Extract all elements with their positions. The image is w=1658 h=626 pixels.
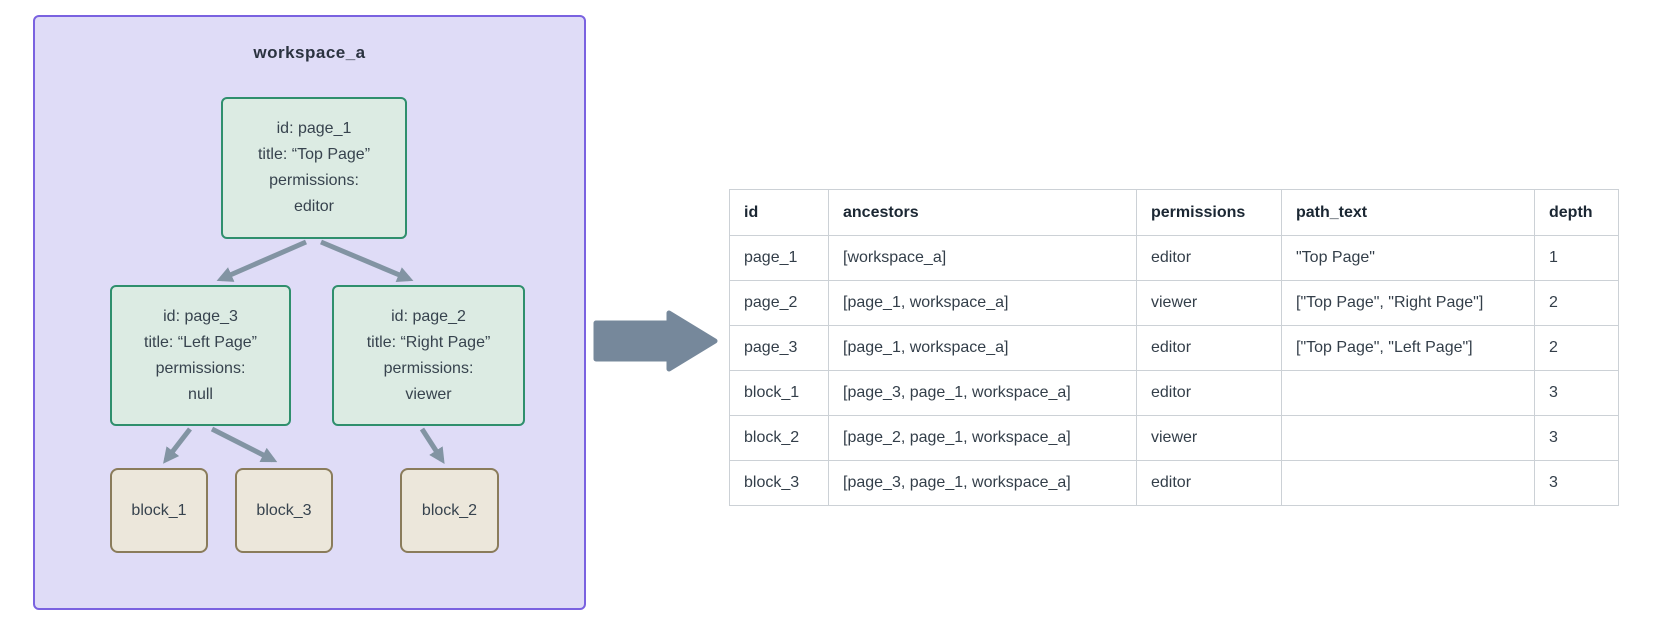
edge-page1-page3-arrow — [216, 239, 307, 282]
cell-permissions: viewer — [1136, 280, 1282, 326]
node-line-id: id: page_3 — [163, 307, 238, 325]
column-header-path-text: path_text — [1281, 189, 1535, 236]
cell-ancestors: [workspace_a] — [828, 235, 1137, 281]
cell-id: page_2 — [729, 280, 829, 326]
column-header-id: id — [729, 189, 829, 236]
node-line-permissions: permissions: — [155, 359, 246, 377]
cell-ancestors: [page_3, page_1, workspace_a] — [828, 370, 1137, 416]
edge-page3-block3-arrow — [210, 426, 278, 463]
node-line-permissions: permissions: — [383, 359, 474, 377]
cell-id: page_3 — [729, 325, 829, 371]
column-header-ancestors: ancestors — [828, 189, 1137, 236]
cell-ancestors: [page_3, page_1, workspace_a] — [828, 460, 1137, 506]
cell-permissions: viewer — [1136, 415, 1282, 461]
cell-ancestors: [page_1, workspace_a] — [828, 325, 1137, 371]
node-line-title: title: “Left Page” — [144, 333, 257, 351]
cell-path-text — [1281, 370, 1535, 416]
cell-depth: 2 — [1534, 280, 1619, 326]
table-header-row: id ancestors permissions path_text depth — [729, 189, 1619, 236]
cell-ancestors: [page_2, page_1, workspace_a] — [828, 415, 1137, 461]
cell-id: block_3 — [729, 460, 829, 506]
node-line-permissions-value: editor — [293, 198, 335, 215]
cell-depth: 2 — [1534, 325, 1619, 371]
cell-path-text: ["Top Page", "Right Page"] — [1281, 280, 1535, 326]
block-label: block_2 — [421, 501, 478, 519]
table-row: block_3 [page_3, page_1, workspace_a] ed… — [729, 460, 1619, 506]
node-line-permissions-value: null — [188, 385, 213, 403]
cell-path-text — [1281, 460, 1535, 506]
cell-path-text — [1281, 415, 1535, 461]
cell-ancestors: [page_1, workspace_a] — [828, 280, 1137, 326]
cell-permissions: editor — [1136, 235, 1282, 281]
cell-id: block_2 — [729, 415, 829, 461]
block-label: block_3 — [256, 501, 312, 519]
cell-permissions: editor — [1136, 370, 1282, 416]
edge-page3-block1-arrow — [163, 427, 192, 464]
table-row: page_2 [page_1, workspace_a] viewer ["To… — [729, 280, 1619, 326]
cell-id: block_1 — [729, 370, 829, 416]
node-page-3: id: page_3 title: “Left Page” permission… — [110, 285, 291, 426]
cell-depth: 1 — [1534, 235, 1619, 281]
table-row: block_2 [page_2, page_1, workspace_a] vi… — [729, 415, 1619, 461]
workspace-container: workspace_a id: page_1 title: “Top Page”… — [33, 15, 586, 610]
node-block-2: block_2 — [400, 468, 499, 553]
node-line-id: id: page_2 — [391, 307, 466, 325]
flow-arrow-icon — [593, 310, 718, 372]
node-line-permissions: permissions: — [269, 172, 359, 189]
cell-depth: 3 — [1534, 415, 1619, 461]
table-row: page_3 [page_1, workspace_a] editor ["To… — [729, 325, 1619, 371]
node-block-3: block_3 — [235, 468, 333, 553]
column-header-depth: depth — [1534, 189, 1619, 236]
cell-permissions: editor — [1136, 460, 1282, 506]
cell-id: page_1 — [729, 235, 829, 281]
edge-page2-block2-arrow — [419, 427, 445, 465]
cell-permissions: editor — [1136, 325, 1282, 371]
node-line-title: title: “Top Page” — [257, 146, 371, 163]
table-row: block_1 [page_3, page_1, workspace_a] ed… — [729, 370, 1619, 416]
node-page-1: id: page_1 title: “Top Page” permissions… — [221, 97, 407, 239]
node-page-2: id: page_2 title: “Right Page” permissio… — [332, 285, 525, 426]
cell-depth: 3 — [1534, 370, 1619, 416]
mapping-table-wrap: id ancestors permissions path_text depth… — [729, 189, 1619, 506]
mapping-table: id ancestors permissions path_text depth… — [729, 189, 1619, 506]
edge-page1-page2-arrow — [320, 239, 414, 283]
cell-path-text: ["Top Page", "Left Page"] — [1281, 325, 1535, 371]
node-line-permissions-value: viewer — [405, 385, 452, 403]
cell-depth: 3 — [1534, 460, 1619, 506]
workspace-title: workspace_a — [253, 43, 366, 62]
cell-path-text: "Top Page" — [1281, 235, 1535, 281]
node-block-1: block_1 — [110, 468, 208, 553]
table-row: page_1 [workspace_a] editor "Top Page" 1 — [729, 235, 1619, 281]
node-line-title: title: “Right Page” — [366, 333, 491, 351]
node-line-id: id: page_1 — [276, 120, 352, 137]
column-header-permissions: permissions — [1136, 189, 1282, 236]
block-label: block_1 — [131, 501, 187, 519]
